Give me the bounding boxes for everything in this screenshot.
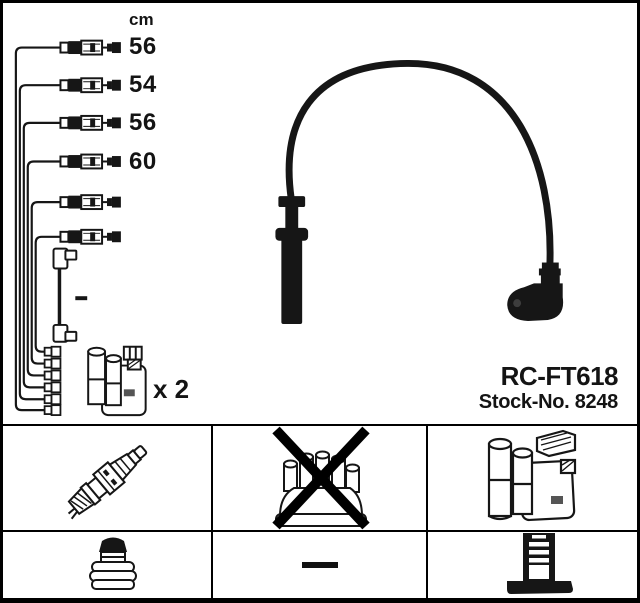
legend-cell-stud-terminal	[428, 532, 637, 598]
legend-cell-plug-terminal-nut	[3, 532, 213, 598]
plug-terminal-nut-icon	[89, 537, 137, 590]
stud-terminal-icon	[506, 533, 573, 594]
legend-cell-dash	[213, 532, 428, 598]
legend-grid	[3, 424, 637, 598]
long-spark-plug-cable	[275, 59, 564, 324]
unit-header: cm	[129, 10, 154, 29]
ignition-coil-art	[87, 345, 147, 417]
dash-icon	[301, 562, 338, 568]
cable-harness-lines	[14, 46, 61, 412]
dash-icon	[75, 296, 88, 301]
straight-boot	[275, 196, 309, 324]
spark-plug-icon	[67, 445, 148, 520]
coil-quantity-label: x 2	[153, 374, 190, 404]
cross-out-x	[271, 426, 370, 530]
cable-length-label-3: 56	[129, 109, 157, 136]
ignition-coil-icon	[487, 429, 576, 522]
stock-number: Stock-No. 8248	[478, 391, 619, 413]
elbow-boot	[507, 262, 564, 321]
coil-terminal-stack	[43, 345, 62, 416]
cable-length-label-4: 60	[129, 148, 157, 175]
cable-length-label-2: 54	[129, 71, 157, 98]
legend-cell-spark-plug	[3, 426, 213, 532]
cable-length-label-1: 56	[129, 33, 157, 60]
short-link-cable	[52, 247, 88, 343]
distributor-cap-icon	[271, 426, 370, 530]
legend-cell-ignition-coil	[428, 426, 637, 532]
cable-connectors	[59, 39, 122, 245]
legend-cell-distributor-cap	[213, 426, 428, 532]
part-number: RC-FT618	[500, 361, 619, 391]
ignition-cable-kit-drawing	[14, 39, 564, 417]
